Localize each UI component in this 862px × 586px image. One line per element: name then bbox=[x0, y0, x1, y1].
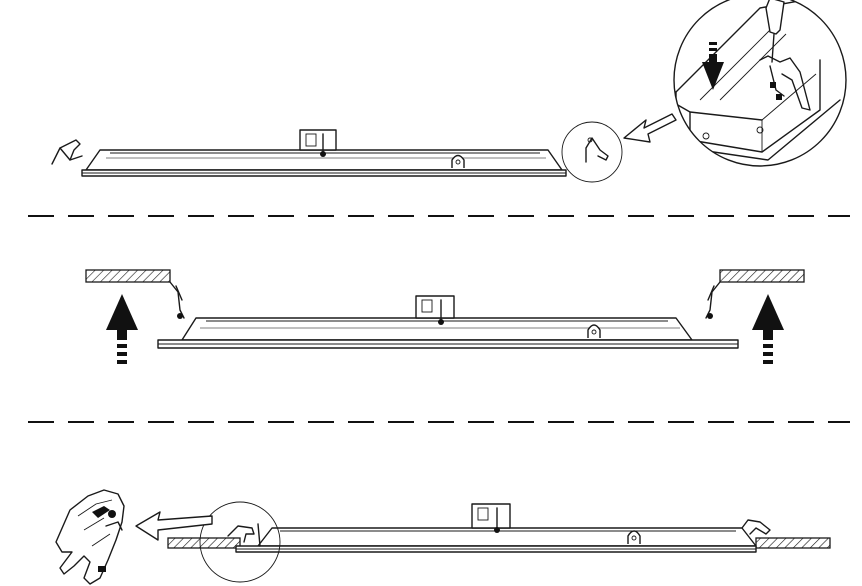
step2-panel bbox=[157, 281, 739, 349]
step2-driver-box bbox=[415, 295, 455, 325]
screwdriver-icon bbox=[765, 0, 785, 63]
spring-clip-right bbox=[705, 281, 721, 319]
ceiling-right bbox=[719, 269, 805, 283]
spring-clip-icon bbox=[92, 506, 123, 572]
down-arrow-icon bbox=[702, 42, 724, 90]
ceiling-left bbox=[85, 269, 171, 283]
step1-panel bbox=[81, 129, 567, 177]
step-3-group bbox=[55, 489, 831, 585]
pointer-arrow-icon bbox=[135, 511, 213, 541]
ceiling-left-3 bbox=[167, 537, 241, 549]
step3-detail-circle bbox=[199, 501, 281, 583]
step2-mount-tab bbox=[587, 324, 601, 338]
spring-clip-right-3 bbox=[741, 519, 771, 535]
up-arrow-icon bbox=[106, 294, 138, 364]
spring-clip-icon bbox=[51, 139, 83, 165]
step1-detail-circle bbox=[561, 121, 623, 183]
spring-clip-left bbox=[169, 281, 185, 319]
up-arrow-icon bbox=[752, 294, 784, 364]
step1-zoom-view bbox=[673, 0, 847, 167]
hand-icon bbox=[55, 489, 125, 585]
step3-mount-tab bbox=[627, 530, 641, 544]
step1-driver-box bbox=[299, 129, 337, 157]
step1-mount-tab bbox=[451, 154, 465, 168]
step3-driver-box bbox=[471, 503, 511, 533]
ceiling-right-3 bbox=[755, 537, 831, 549]
step-1-group bbox=[51, 0, 847, 183]
step3-panel bbox=[235, 503, 771, 553]
pointer-arrow-icon bbox=[623, 113, 677, 143]
step-2-group bbox=[85, 269, 805, 364]
